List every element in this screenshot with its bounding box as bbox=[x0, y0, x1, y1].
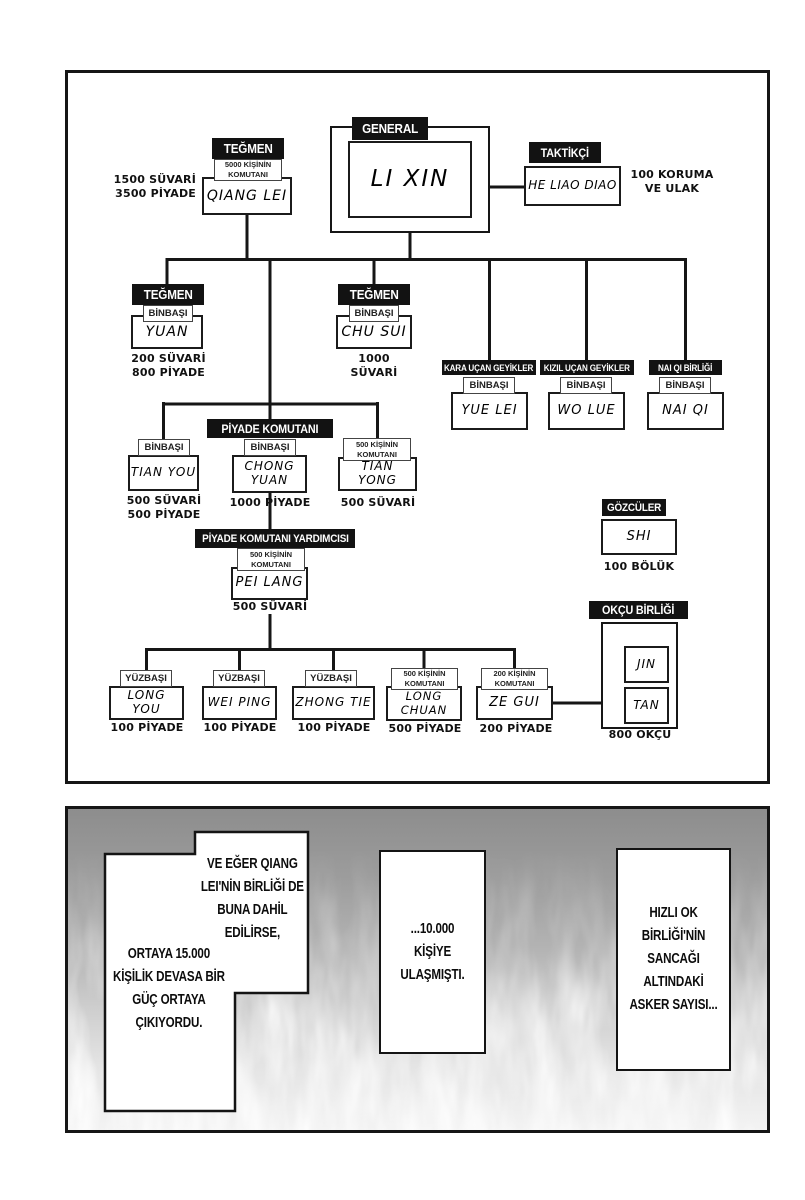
count-tian-you: 500 SÜVARİ 500 PİYADE bbox=[126, 494, 202, 521]
count-shi: 100 BÖLÜK bbox=[603, 560, 675, 573]
speech-text: ORTAYA 15.000 KİŞİLİK DEVASA BİR GÜÇ ORT… bbox=[113, 946, 225, 1031]
unit-text: NAI QI BİRLİĞİ bbox=[658, 362, 713, 373]
name-box-shi: SHI bbox=[601, 519, 677, 555]
rank-label-qiang-lei: TEĞMEN bbox=[212, 138, 284, 159]
count-chu-sui: 1000 SÜVARİ bbox=[350, 352, 398, 379]
binbasi-label-yuan: BİNBAŞI bbox=[143, 305, 193, 322]
name-box-li-xin: LI XIN bbox=[348, 141, 472, 218]
name-box-nai-qi: NAI QI bbox=[647, 392, 724, 430]
yuzbasi-label-wei-ping: YÜZBAŞI bbox=[213, 670, 265, 687]
bottom-panel: VE EĞER QIANG LEI'NİN BİRLİĞİ DE BUNA DA… bbox=[65, 806, 770, 1133]
unit-text: KARA UÇAN GEYİKLER bbox=[444, 362, 534, 373]
binbasi-label-chong-yuan: BİNBAŞI bbox=[244, 439, 296, 456]
name-box-wei-ping: WEI PING bbox=[202, 686, 277, 720]
name-box-pei-lang: PEI LANG bbox=[231, 567, 308, 600]
rank-text: GENERAL bbox=[362, 121, 418, 136]
rank-text: PİYADE KOMUTANI bbox=[221, 421, 319, 436]
unit-label-wo-lue: KIZIL UÇAN GEYİKLER bbox=[540, 360, 634, 375]
binbasi-label-yue-lei: BİNBAŞI bbox=[463, 377, 515, 394]
speech-text: HIZLI OK BİRLİĞİ'NİN SANCAĞI ALTINDAKİ A… bbox=[629, 905, 718, 1013]
count-long-chuan: 500 PİYADE bbox=[388, 722, 462, 735]
name-box-tan: TAN bbox=[624, 687, 669, 724]
rank-text: TEĞMEN bbox=[223, 141, 273, 156]
name-box-jin: JIN bbox=[624, 646, 669, 683]
name-box-chong-yuan: CHONG YUAN bbox=[232, 455, 307, 493]
speech-text: ...10.000 KİŞİYE ULAŞMIŞTI. bbox=[400, 920, 465, 983]
command-label-ze-gui: 200 KİŞİNİN KOMUTANI bbox=[481, 668, 548, 690]
unit-text: OKÇU BİRLİĞİ bbox=[602, 603, 675, 617]
count-pei-lang: 500 SÜVARİ bbox=[232, 600, 308, 613]
speech-text: VE EĞER QIANG LEI'NİN BİRLİĞİ DE BUNA DA… bbox=[200, 856, 304, 941]
count-chong-yuan: 1000 PİYADE bbox=[229, 496, 311, 509]
unit-label-shi: GÖZCÜLER bbox=[602, 499, 666, 516]
rank-text: PİYADE KOMUTANI YARDIMCISI bbox=[201, 532, 349, 545]
command-label-tian-yong: 500 KİŞİNİN KOMUTANI bbox=[343, 438, 411, 461]
rank-text: TEĞMEN bbox=[349, 287, 399, 302]
rank-text: TAKTİKÇİ bbox=[540, 145, 590, 160]
name-box-long-chuan: LONG CHUAN bbox=[386, 686, 462, 721]
command-label-qiang-lei: 5000 KİŞİNİN KOMUTANI bbox=[214, 159, 282, 181]
binbasi-label-wo-lue: BİNBAŞI bbox=[560, 377, 612, 394]
speech-box-left bbox=[103, 830, 310, 1113]
count-tian-yong: 500 SÜVARİ bbox=[340, 496, 416, 509]
name-box-yue-lei: YUE LEI bbox=[451, 392, 528, 430]
count-ze-gui: 200 PİYADE bbox=[479, 722, 553, 735]
count-he-liao-diao: 100 KORUMA VE ULAK bbox=[630, 168, 714, 195]
rank-label-pei-lang: PİYADE KOMUTANI YARDIMCISI bbox=[195, 529, 355, 548]
binbasi-label-tian-you: BİNBAŞI bbox=[138, 439, 190, 456]
yuzbasi-label-zhong-tie: YÜZBAŞI bbox=[305, 670, 357, 687]
name-box-tian-you: TIAN YOU bbox=[128, 455, 199, 491]
binbasi-label-nai-qi: BİNBAŞI bbox=[659, 377, 711, 394]
name-box-ze-gui: ZE GUI bbox=[476, 686, 553, 720]
rank-label-chu-sui: TEĞMEN bbox=[338, 284, 410, 305]
name-box-long-you: LONG YOU bbox=[109, 686, 184, 720]
rank-label-yuan: TEĞMEN bbox=[132, 284, 204, 305]
command-label-long-chuan: 500 KİŞİNİN KOMUTANI bbox=[391, 668, 458, 690]
name-box-qiang-lei: QIANG LEI bbox=[202, 177, 292, 215]
rank-label-taktikci: TAKTİKÇİ bbox=[529, 142, 601, 163]
binbasi-label-chu-sui: BİNBAŞI bbox=[349, 305, 399, 322]
unit-label-yue-lei: KARA UÇAN GEYİKLER bbox=[442, 360, 536, 375]
count-yuan: 200 SÜVARİ 800 PİYADE bbox=[131, 352, 206, 379]
name-box-zhong-tie: ZHONG TIE bbox=[292, 686, 375, 720]
count-wei-ping: 100 PİYADE bbox=[203, 721, 277, 734]
count-long-you: 100 PİYADE bbox=[110, 721, 184, 734]
yuzbasi-label-long-you: YÜZBAŞI bbox=[120, 670, 172, 687]
name-box-he-liao-diao: HE LIAO DIAO bbox=[524, 166, 621, 206]
rank-label-general: GENERAL bbox=[352, 117, 428, 140]
unit-text: GÖZCÜLER bbox=[606, 501, 662, 514]
unit-label-okcu: OKÇU BİRLİĞİ bbox=[589, 601, 688, 619]
count-qiang-lei: 1500 SÜVARİ 3500 PİYADE bbox=[113, 173, 196, 200]
rank-label-chong-yuan: PİYADE KOMUTANI bbox=[207, 419, 333, 438]
speech-box-middle: ...10.000 KİŞİYE ULAŞMIŞTI. bbox=[379, 850, 486, 1054]
name-box-wo-lue: WO LUE bbox=[548, 392, 625, 430]
count-okcu: 800 OKÇU bbox=[608, 728, 672, 741]
name-box-tian-yong: TIAN YONG bbox=[338, 457, 417, 491]
speech-text-left-top: VE EĞER QIANG LEI'NİN BİRLİĞİ DE BUNA DA… bbox=[177, 853, 327, 945]
rank-text: TEĞMEN bbox=[143, 287, 193, 302]
command-label-pei-lang: 500 KİŞİNİN KOMUTANI bbox=[237, 548, 305, 571]
unit-text: KIZIL UÇAN GEYİKLER bbox=[544, 362, 631, 373]
count-zhong-tie: 100 PİYADE bbox=[297, 721, 371, 734]
speech-text-left-bottom: ORTAYA 15.000 KİŞİLİK DEVASA BİR GÜÇ ORT… bbox=[94, 943, 244, 1035]
speech-box-right: HIZLI OK BİRLİĞİ'NİN SANCAĞI ALTINDAKİ A… bbox=[616, 848, 731, 1071]
unit-label-nai-qi: NAI QI BİRLİĞİ bbox=[649, 360, 722, 375]
